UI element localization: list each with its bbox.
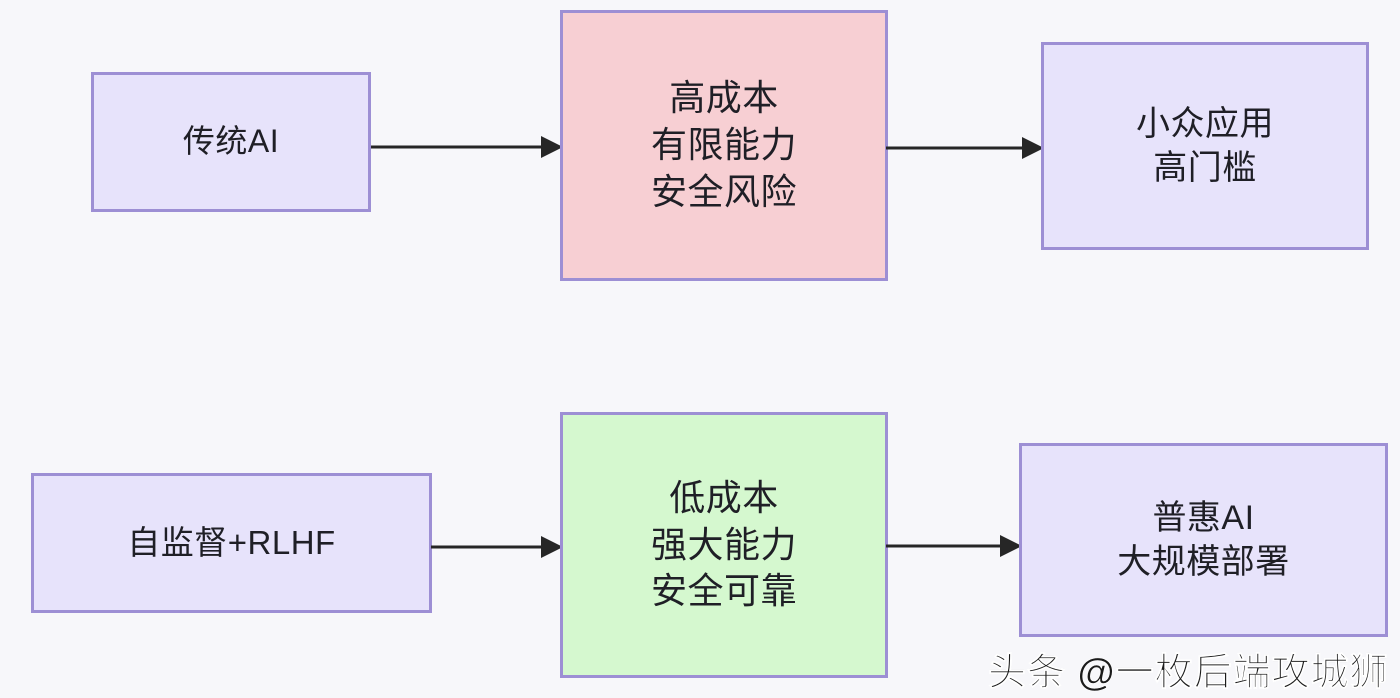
node-traditional-ai[interactable]: 传统AI (91, 72, 371, 212)
node-self-supervised-rlhf-line-1: 自监督+RLHF (127, 523, 336, 561)
arrow-benefits-to-outcome (886, 535, 1022, 557)
arrow-problems-to-outcome (886, 137, 1044, 159)
node-traditional-outcome[interactable]: 小众应用 高门槛 (1041, 42, 1369, 250)
node-self-supervised-rlhf[interactable]: 自监督+RLHF (31, 473, 432, 613)
node-traditional-problems-line-2: 有限能力 (650, 124, 797, 166)
node-modern-outcome-line-2: 大规模部署 (1117, 543, 1290, 581)
node-traditional-problems-line-1: 高成本 (669, 77, 779, 119)
node-traditional-outcome-line-2: 高门槛 (1153, 149, 1257, 187)
arrow-traditional-ai-to-problems (371, 136, 563, 158)
node-traditional-outcome-line-1: 小众应用 (1136, 104, 1274, 143)
node-modern-outcome-line-1: 普惠AI (1152, 498, 1255, 537)
arrow-rlhf-to-benefits (431, 536, 563, 558)
node-modern-benefits[interactable]: 低成本 强大能力 安全可靠 (560, 412, 888, 678)
node-traditional-problems-line-3: 安全风险 (650, 170, 797, 212)
node-modern-outcome[interactable]: 普惠AI 大规模部署 (1019, 443, 1388, 637)
node-modern-benefits-line-3: 安全可靠 (650, 570, 797, 612)
node-traditional-problems[interactable]: 高成本 有限能力 安全风险 (560, 10, 888, 281)
node-traditional-ai-line-1: 传统AI (182, 123, 280, 160)
watermark-text: 头条 @一枚后端攻城狮 (988, 652, 1389, 695)
node-modern-benefits-line-1: 低成本 (669, 476, 779, 518)
node-modern-benefits-line-2: 强大能力 (650, 523, 797, 565)
